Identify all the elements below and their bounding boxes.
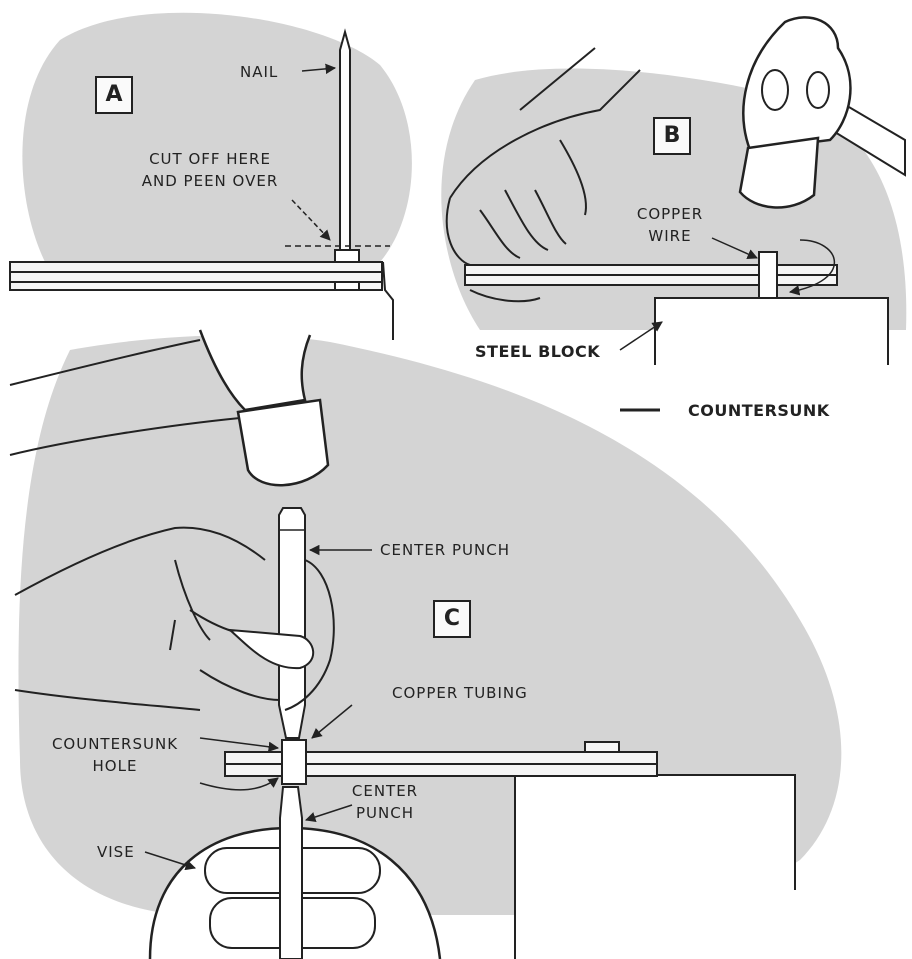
panel-c-center-punch-bottom-label: CENTER PUNCH <box>345 780 425 824</box>
panel-c-badge: C <box>433 600 471 638</box>
panel-c-drawing <box>10 330 841 959</box>
panel-a-strips <box>10 262 382 290</box>
panel-c-upper-punch <box>279 508 305 738</box>
panel-c-countersunk-hole-label: COUNTERSUNK HOLE <box>30 733 200 777</box>
panel-b-badge: B <box>653 117 691 155</box>
panel-c-center-punch-bottom-line2: PUNCH <box>356 804 414 822</box>
panel-b-steel-block <box>655 298 888 365</box>
panel-a-cut-label-line1: CUT OFF HERE <box>149 150 271 168</box>
panel-b-copper-wire-line2: WIRE <box>648 227 691 245</box>
panel-a-cut-label: CUT OFF HERE AND PEEN OVER <box>110 148 310 192</box>
panel-b-copper-wire-label: COPPER WIRE <box>610 203 730 247</box>
panel-c-copper-tubing <box>282 740 306 784</box>
panel-b-copper-wire <box>759 252 777 298</box>
panel-a-table-edge <box>383 262 393 340</box>
panel-a-cut-label-line2: AND PEEN OVER <box>142 172 279 190</box>
panel-c-copper-tubing-label: COPPER TUBING <box>392 682 528 704</box>
panel-c-bench <box>515 775 795 959</box>
panel-b-countersunk-label: COUNTERSUNK <box>688 400 830 422</box>
panel-c-lower-punch <box>280 787 302 959</box>
panel-b-strips <box>465 265 837 285</box>
panel-b-copper-wire-line1: COPPER <box>637 205 703 223</box>
panel-c-countersunk-hole-line2: HOLE <box>93 757 138 775</box>
panel-a-nail-label: NAIL <box>240 61 278 83</box>
panel-a-badge: A <box>95 76 133 114</box>
panel-b-steel-block-label: STEEL BLOCK <box>475 341 600 363</box>
panel-a-shading <box>22 13 412 262</box>
panel-c-vise-label: VISE <box>97 841 135 863</box>
panel-c-center-punch-bottom-line1: CENTER <box>352 782 418 800</box>
panel-c-countersunk-hole-line1: COUNTERSUNK <box>52 735 178 753</box>
panel-c-center-punch-top-label: CENTER PUNCH <box>380 539 510 561</box>
